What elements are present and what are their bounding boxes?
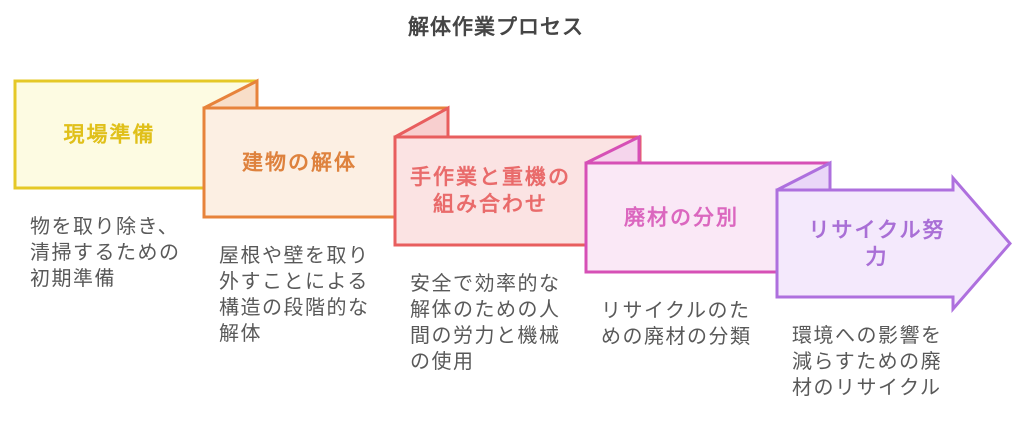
step-description-1: 物を取り除き、 清掃するための 初期準備 (30, 216, 181, 290)
step-label-4: 廃材の分別 (624, 206, 739, 229)
step-description-4: リサイクルのた めの廃材の分類 (601, 300, 752, 348)
page-title: 解体作業プロセス (408, 16, 584, 39)
step-label-2: 建物の解体 (242, 151, 357, 174)
process-step-shape-5 (775, 173, 1012, 314)
step-description-2: 屋根や壁を取り 外すことによる 構造の段階的な 解体 (219, 245, 370, 345)
step-label-5: リサイクル努力 (808, 218, 946, 269)
step-label-3: 手作業と重機の 組み合わせ (410, 166, 571, 216)
step-description-3: 安全で効率的な 解体のための人 間の労力と機械 の使用 (410, 273, 561, 373)
step-description-5: 環境への影響を 減らすための廃 材のリサイクル (792, 325, 943, 399)
step-label-1: 現場準備 (63, 123, 156, 146)
